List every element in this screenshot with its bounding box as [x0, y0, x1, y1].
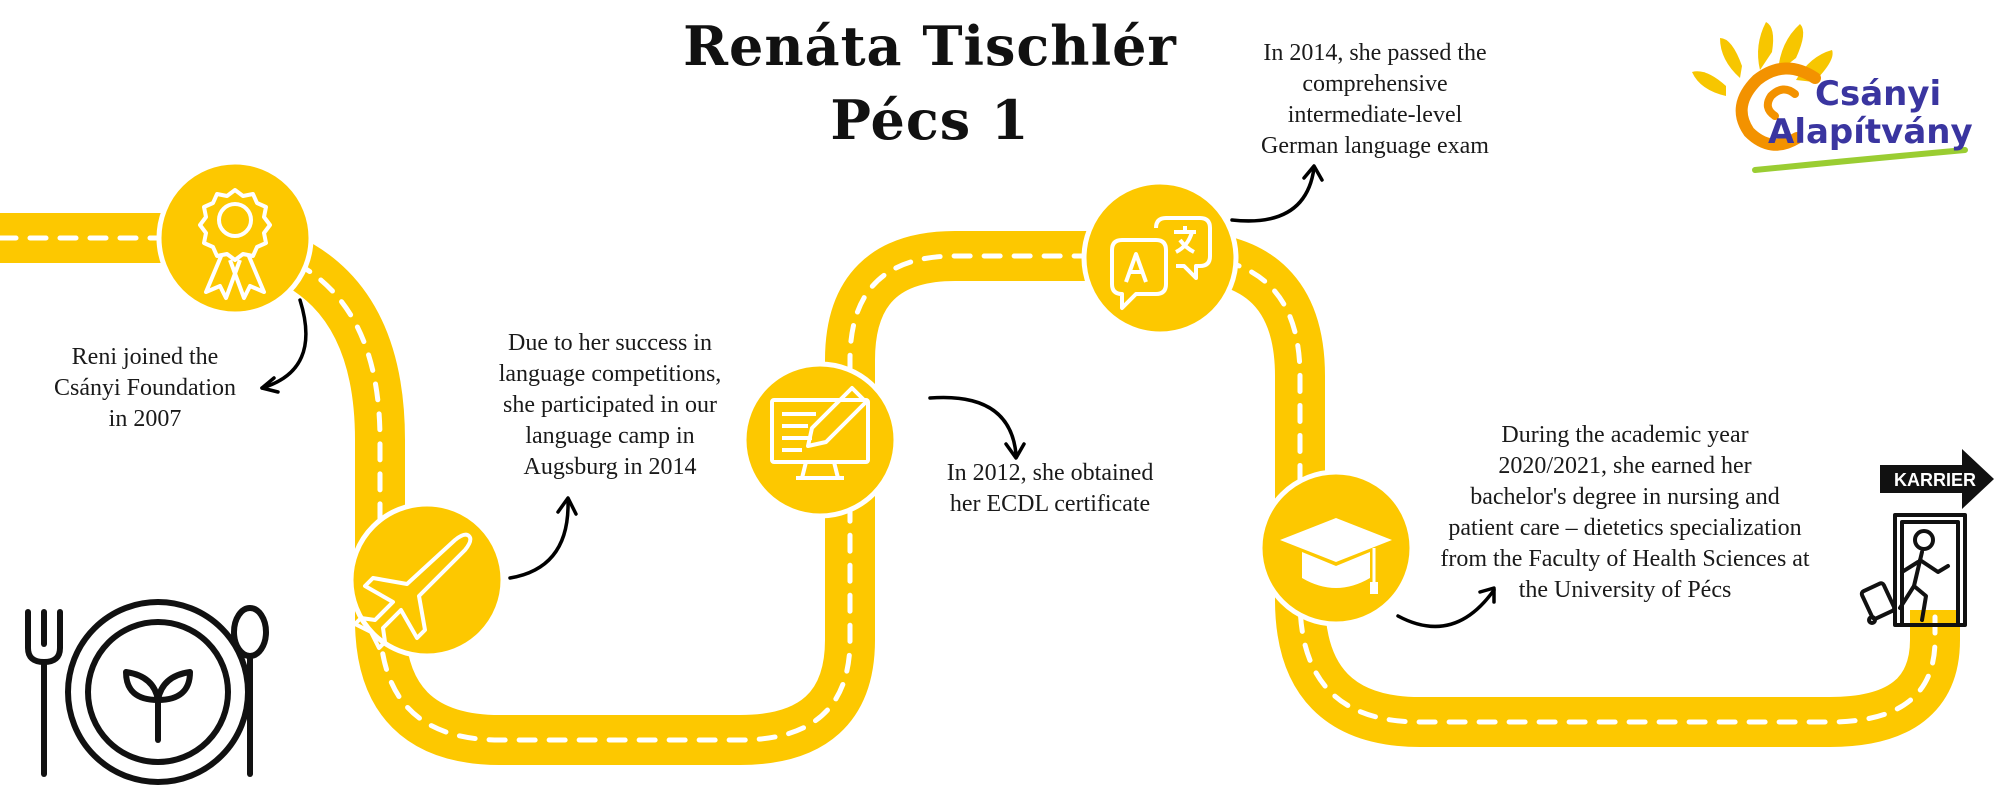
award-ribbon-icon [156, 159, 314, 317]
exit-door-traveler-icon [1859, 513, 1967, 627]
arrow-camp [508, 496, 578, 580]
computer-pencil-icon [741, 361, 899, 519]
arrow-foundation [260, 298, 308, 394]
career-label: KARRIER [1893, 470, 1976, 490]
translate-bubbles-icon [1081, 179, 1239, 337]
arrow-degree [1396, 586, 1496, 629]
logo-text-line2: Alapítvány [1768, 112, 1973, 152]
page-title: Renáta Tischlér [683, 14, 1177, 78]
caption-foundation: Reni joined the Csányi Foundation in 200… [53, 344, 236, 432]
graduation-cap-icon [1257, 469, 1415, 627]
airplane-icon [348, 501, 506, 659]
arrow-german [1230, 164, 1324, 223]
caption-degree: During the academic year 2020/2021, she … [1440, 422, 1810, 603]
caption-german: In 2014, she passed the comprehensive in… [1261, 40, 1489, 159]
page-subtitle: Pécs 1 [830, 88, 1030, 152]
karrier-arrow-icon [1880, 449, 1994, 509]
caption-ecdl: In 2012, she obtained her ECDL certifica… [946, 460, 1154, 517]
arrow-ecdl [928, 395, 1026, 460]
logo-text-line1: Csányi [1815, 74, 1942, 114]
caption-camp: Due to her success in language competiti… [498, 330, 722, 480]
